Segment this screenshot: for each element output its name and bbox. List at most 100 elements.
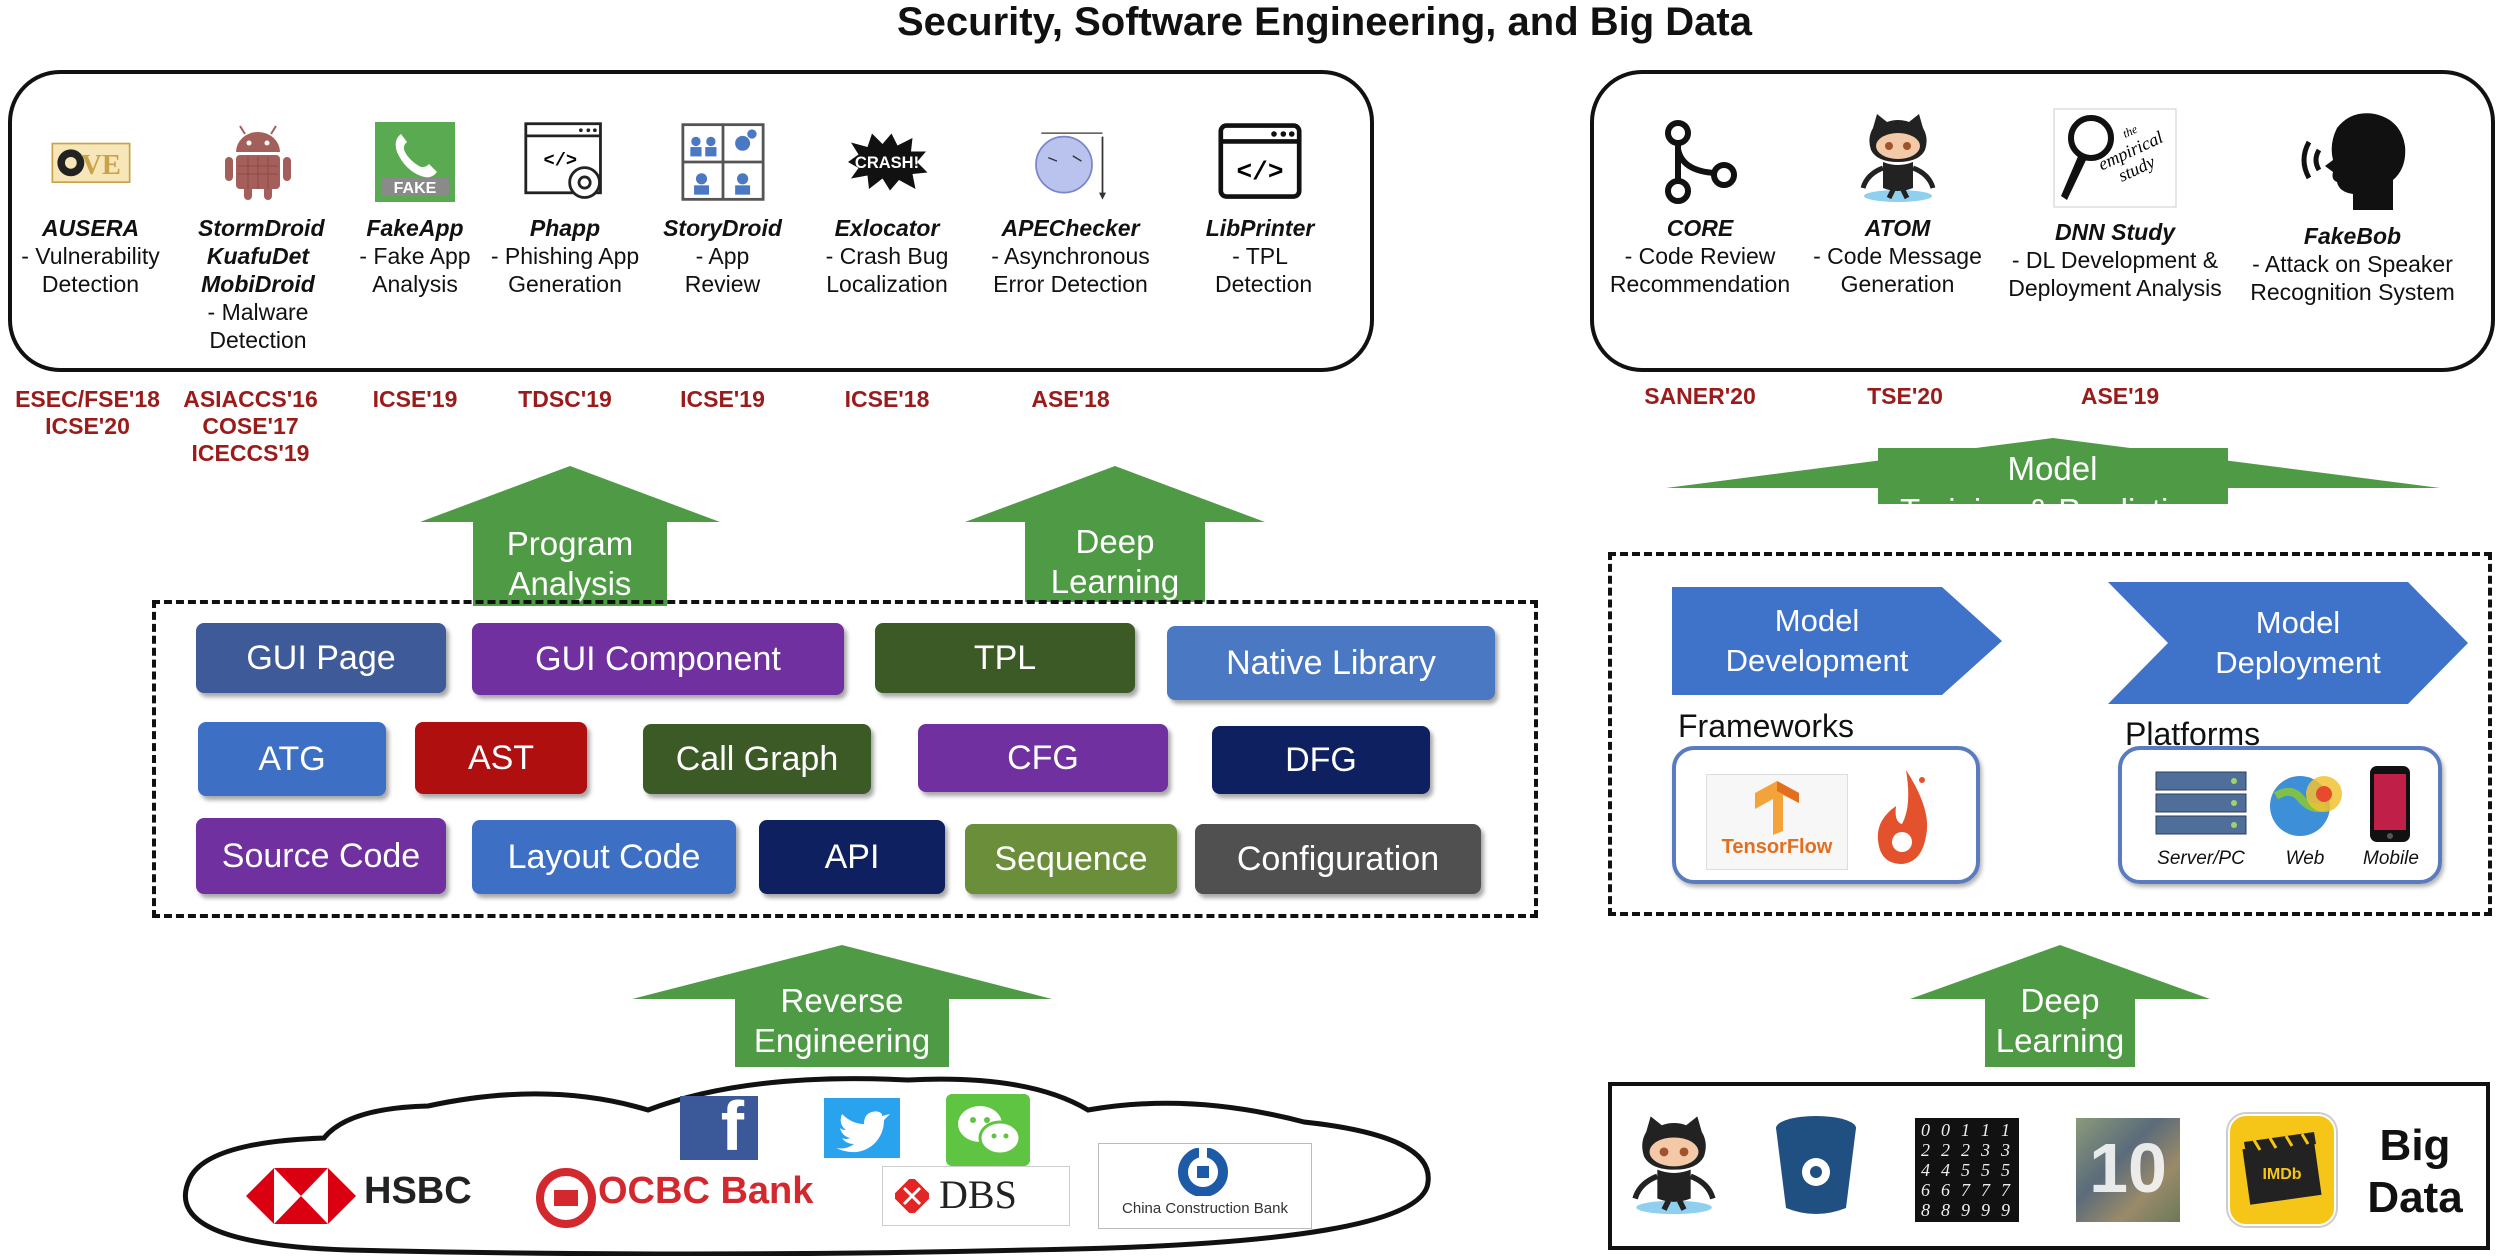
venue: ICSE'18 [844,386,930,412]
tool-desc: - App Review [684,243,761,297]
platform-label: Mobile [2363,848,2419,869]
venue: TDSC'19 [518,386,612,412]
tool-name: StormDroid KuafuDet MobiDroid [198,215,325,297]
platforms-frame: Server/PC Web Mobile [2118,746,2442,884]
tool-storydroid: StoryDroid - App Review [650,120,795,298]
svg-text:0: 0 [1941,1120,1950,1140]
chevron-shape [1672,587,2002,695]
svg-text:FAKE: FAKE [394,180,437,197]
artifact-tpl: TPL [875,623,1135,693]
tool-desc: - Attack on Speaker Recognition System [2250,251,2455,305]
tool-desc: - DL Development & Deployment Analysis [2008,247,2222,301]
venue: ICSE'19 [372,386,458,412]
tool-name: DNN Study [2054,219,2176,245]
svg-text:8: 8 [1921,1200,1930,1220]
svg-text:7: 7 [2001,1180,2011,1200]
artifact-cfg: CFG [918,724,1168,792]
page-title: Security, Software Engineering, and Big … [897,0,1752,44]
tool-desc: - Code Message Generation [1813,243,1982,297]
artifact-gui-page: GUI Page [196,623,446,693]
github-octocat-icon [1850,108,1946,204]
artifact-layout-code: Layout Code [472,820,736,894]
bank-hsbc: HSBC [364,1170,472,1212]
artifact-atg: ATG [198,722,386,796]
arrow-label: Reverse Engineering [735,981,949,1067]
platform-label: Web [2285,848,2325,869]
svg-text:9: 9 [1981,1200,1990,1220]
svg-text:9: 9 [2001,1200,2010,1220]
tool-core: CORE - Code Review Recommendation [1605,120,1795,298]
bitbucket-icon [1770,1112,1862,1220]
github-octocat-icon [1624,1108,1724,1218]
venue: ICSE'19 [680,386,765,412]
tool-name: LibPrinter [1205,215,1315,241]
tool-name: FakeApp [366,215,464,241]
web-globe-icon [2262,766,2348,842]
tool-dnn-study: empirical study the DNN Study - DL Devel… [2000,108,2230,302]
left-tools-panel [8,70,1374,372]
speaking-head-icon [2293,108,2413,212]
svg-text:2: 2 [1961,1140,1970,1160]
svg-text:7: 7 [1981,1180,1991,1200]
code-window-icon: </> [1218,120,1302,204]
svg-text:the: the [2120,122,2140,141]
svg-text:VE: VE [81,150,121,181]
server-icon [2150,770,2252,840]
tensorflow-icon: TensorFlow [1706,774,1848,870]
tool-desc: - Code Review Recommendation [1609,243,1791,297]
tool-name: StoryDroid [663,215,782,241]
svg-text:6: 6 [1941,1180,1950,1200]
svg-text:5: 5 [1961,1160,1970,1180]
tool-fakebob: FakeBob - Attack on Speaker Recognition … [2240,108,2465,306]
svg-text:</>: </> [1236,157,1283,187]
arrow-label: Deep Learning [1985,981,2135,1067]
tool-name: CORE [1666,215,1734,241]
imdb-label: IMDb [2262,1166,2302,1183]
artifact-gui-component: GUI Component [472,623,844,695]
frameworks-label: Frameworks [1678,708,1855,744]
venue: SANER'20 [1644,383,1756,409]
dbs-logo-icon [895,1179,929,1213]
tool-desc: - Malware Detection [207,299,309,353]
artifacts-frame [152,600,1538,918]
arrow-label: Program Analysis [473,522,667,606]
svg-text:7: 7 [1961,1180,1971,1200]
tool-atom: ATOM - Code Message Generation [1805,108,1990,298]
chevron-shape [2108,582,2468,704]
svg-text:1: 1 [2001,1120,2010,1140]
bigdata-label: Big Data [2367,1121,2463,1222]
artifact-api: API [759,820,945,894]
tool-apechecker: APEChecker - Asynchronous Error Detectio… [978,120,1163,298]
fake-phone-icon: FAKE [373,120,457,204]
model-deployment-label: Model Deployment [2215,605,2381,680]
svg-text:5: 5 [1981,1160,1990,1180]
artifact-native-library: Native Library [1167,626,1495,700]
svg-text:</>: </> [544,150,578,172]
arrow-deep-learning-right: Deep Learning [1910,945,2210,1067]
svg-text:2: 2 [1941,1140,1950,1160]
artifact-configuration: Configuration [1195,824,1481,894]
twitter-icon [824,1098,900,1158]
cifar-10-icon: 10 [2076,1118,2180,1222]
tool-desc: - Vulnerability Detection [21,243,160,297]
tool-exlocator: CRASH! Exlocator - Crash Bug Localizatio… [812,120,962,298]
svg-text:2: 2 [1921,1140,1930,1160]
tool-name: Exlocator [834,215,940,241]
empirical-study-icon: empirical study the [2053,108,2177,208]
tool-phapp: </> Phapp - Phishing App Generation [485,120,645,298]
svg-text:4: 4 [1941,1160,1950,1180]
tool-name: Phapp [529,215,601,241]
tool-name: AUSERA [41,215,140,241]
tool-stormdroid: StormDroid KuafuDet MobiDroid - Malware … [178,120,338,354]
frameworks-frame: TensorFlow [1672,746,1980,884]
bank-ocbc: OCBC Bank [598,1170,814,1212]
ocbc-logo-icon [536,1168,596,1228]
svg-text:4: 4 [1921,1160,1930,1180]
tool-name: APEChecker [1001,215,1140,241]
model-development-label: Model Development [1725,603,1909,678]
svg-text:1: 1 [1981,1120,1990,1140]
tool-desc: - Phishing App Generation [490,243,640,297]
arrow-model-training: Model Training & Prediction [1665,438,2440,529]
ccb-logo-icon [1178,1148,1228,1196]
